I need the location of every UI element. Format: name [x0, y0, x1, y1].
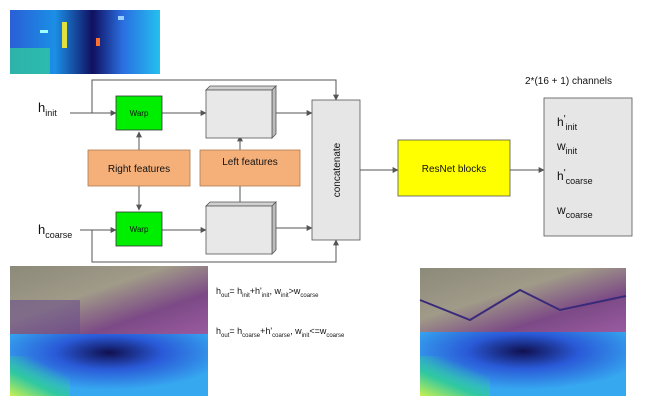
feature-depth-image-right: [419, 268, 627, 396]
right-features-label: Right features: [108, 164, 170, 175]
concatenate-label: concatenate: [332, 142, 343, 197]
channels-label: 2*(16 + 1) channels: [525, 76, 612, 87]
warp-block-bottom: Warp: [115, 211, 163, 247]
concatenate-block: concatenate: [311, 99, 361, 241]
h-init-input: hinit: [38, 100, 57, 118]
feature-depth-image-left: [10, 266, 208, 396]
resnet-block: ResNet blocks: [397, 139, 511, 197]
h-coarse-input: hcoarse: [38, 222, 72, 240]
warp-top-label: Warp: [130, 109, 149, 118]
output-w-coarse: wcoarse: [556, 203, 593, 220]
output-w-init: winit: [556, 139, 578, 156]
equation-2: hout= hcoarse+h'coarse, winit<=wcoarse: [216, 326, 345, 339]
resnet-label: ResNet blocks: [422, 164, 486, 175]
correlation-box-bottom: [205, 201, 277, 255]
warp-bottom-label: Warp: [130, 225, 149, 234]
left-features-block: Left features: [199, 149, 301, 187]
output-h-prime-init: h'init: [557, 114, 578, 132]
equation-1: hout= hinit+h'init, winit>wcoarse: [216, 286, 319, 299]
depth-image-top: [10, 10, 160, 74]
output-block: h'init winit h'coarse wcoarse: [543, 97, 633, 237]
right-features-block: Right features: [87, 149, 191, 187]
connections: [70, 79, 545, 263]
warp-block-top: Warp: [115, 95, 163, 131]
left-features-label: Left features: [222, 157, 278, 168]
correlation-box-top: [205, 85, 277, 139]
output-h-prime-coarse: h'coarse: [557, 168, 593, 186]
